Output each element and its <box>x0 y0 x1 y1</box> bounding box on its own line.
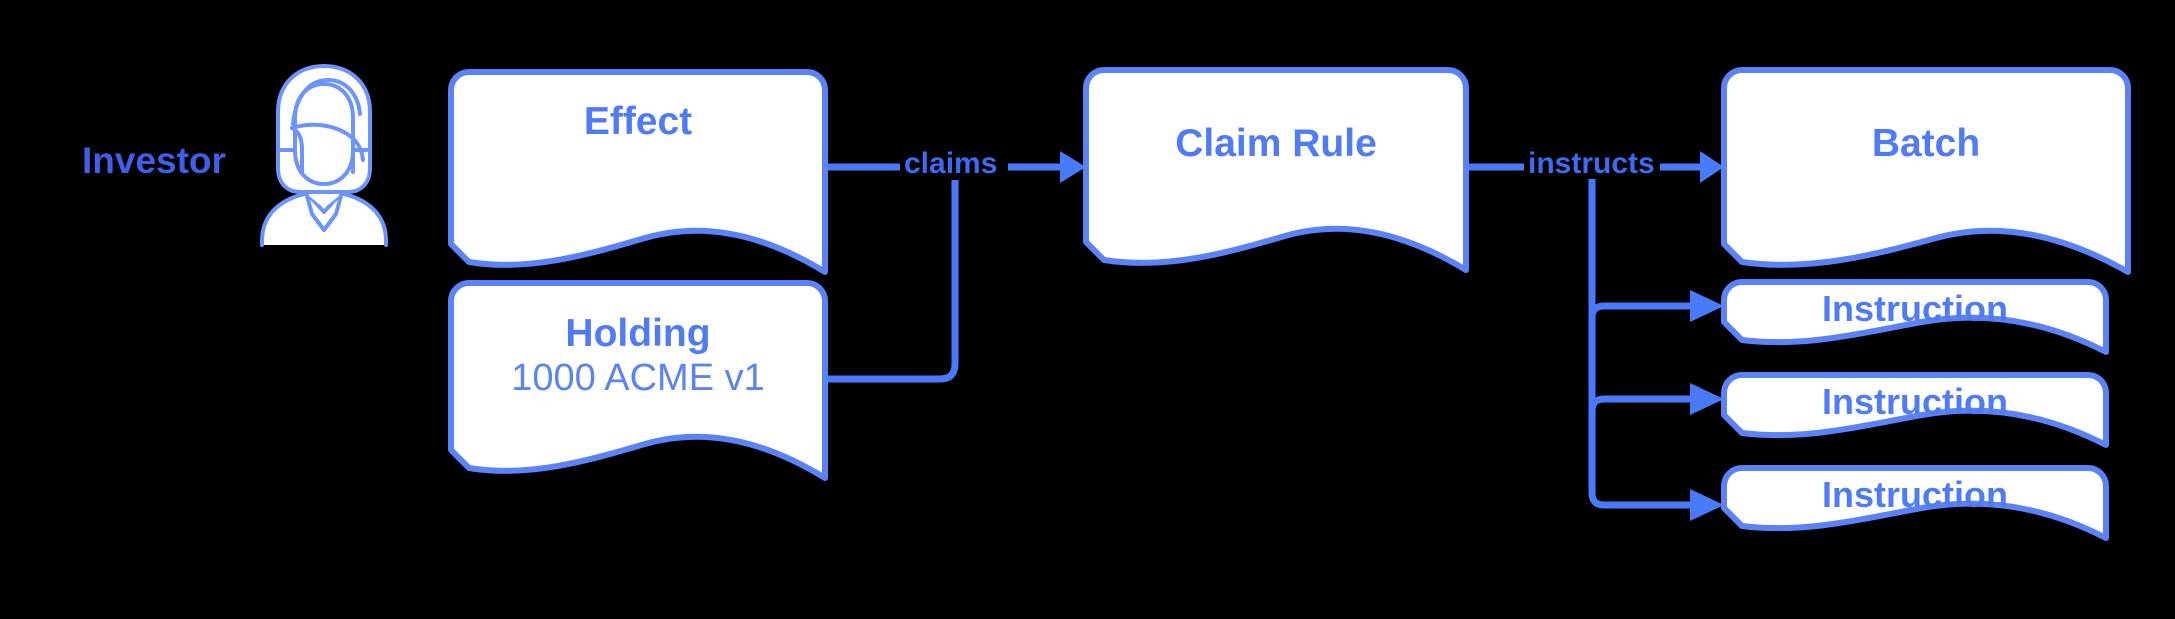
hit-node-claim-rule[interactable] <box>1086 70 1466 260</box>
edge-branch-trunk <box>1588 167 1724 521</box>
person-female-icon <box>260 64 388 247</box>
hit-node-batch[interactable] <box>1724 70 2128 260</box>
hit-actor-investor[interactable] <box>262 60 388 250</box>
edge-effect-to-claimrule <box>825 151 1086 183</box>
edge-holding-to-claimrule <box>825 180 959 383</box>
hit-node-instruction-1[interactable] <box>1724 282 2106 344</box>
arrow-instruction-3 <box>1690 489 1724 521</box>
actor-label-investor: Investor <box>82 140 226 181</box>
edge-claimrule-to-batch <box>1466 151 1724 183</box>
hit-node-holding[interactable] <box>451 283 825 473</box>
hit-node-instruction-3[interactable] <box>1724 468 2106 530</box>
arrow-instruction-1 <box>1690 290 1724 322</box>
edge-label-instructs: instructs <box>1525 149 1658 179</box>
hit-node-effect[interactable] <box>451 72 825 262</box>
arrow-instruction-2 <box>1690 383 1724 415</box>
hit-node-instruction-2[interactable] <box>1724 375 2106 437</box>
edge-label-claims: claims <box>901 149 1001 179</box>
